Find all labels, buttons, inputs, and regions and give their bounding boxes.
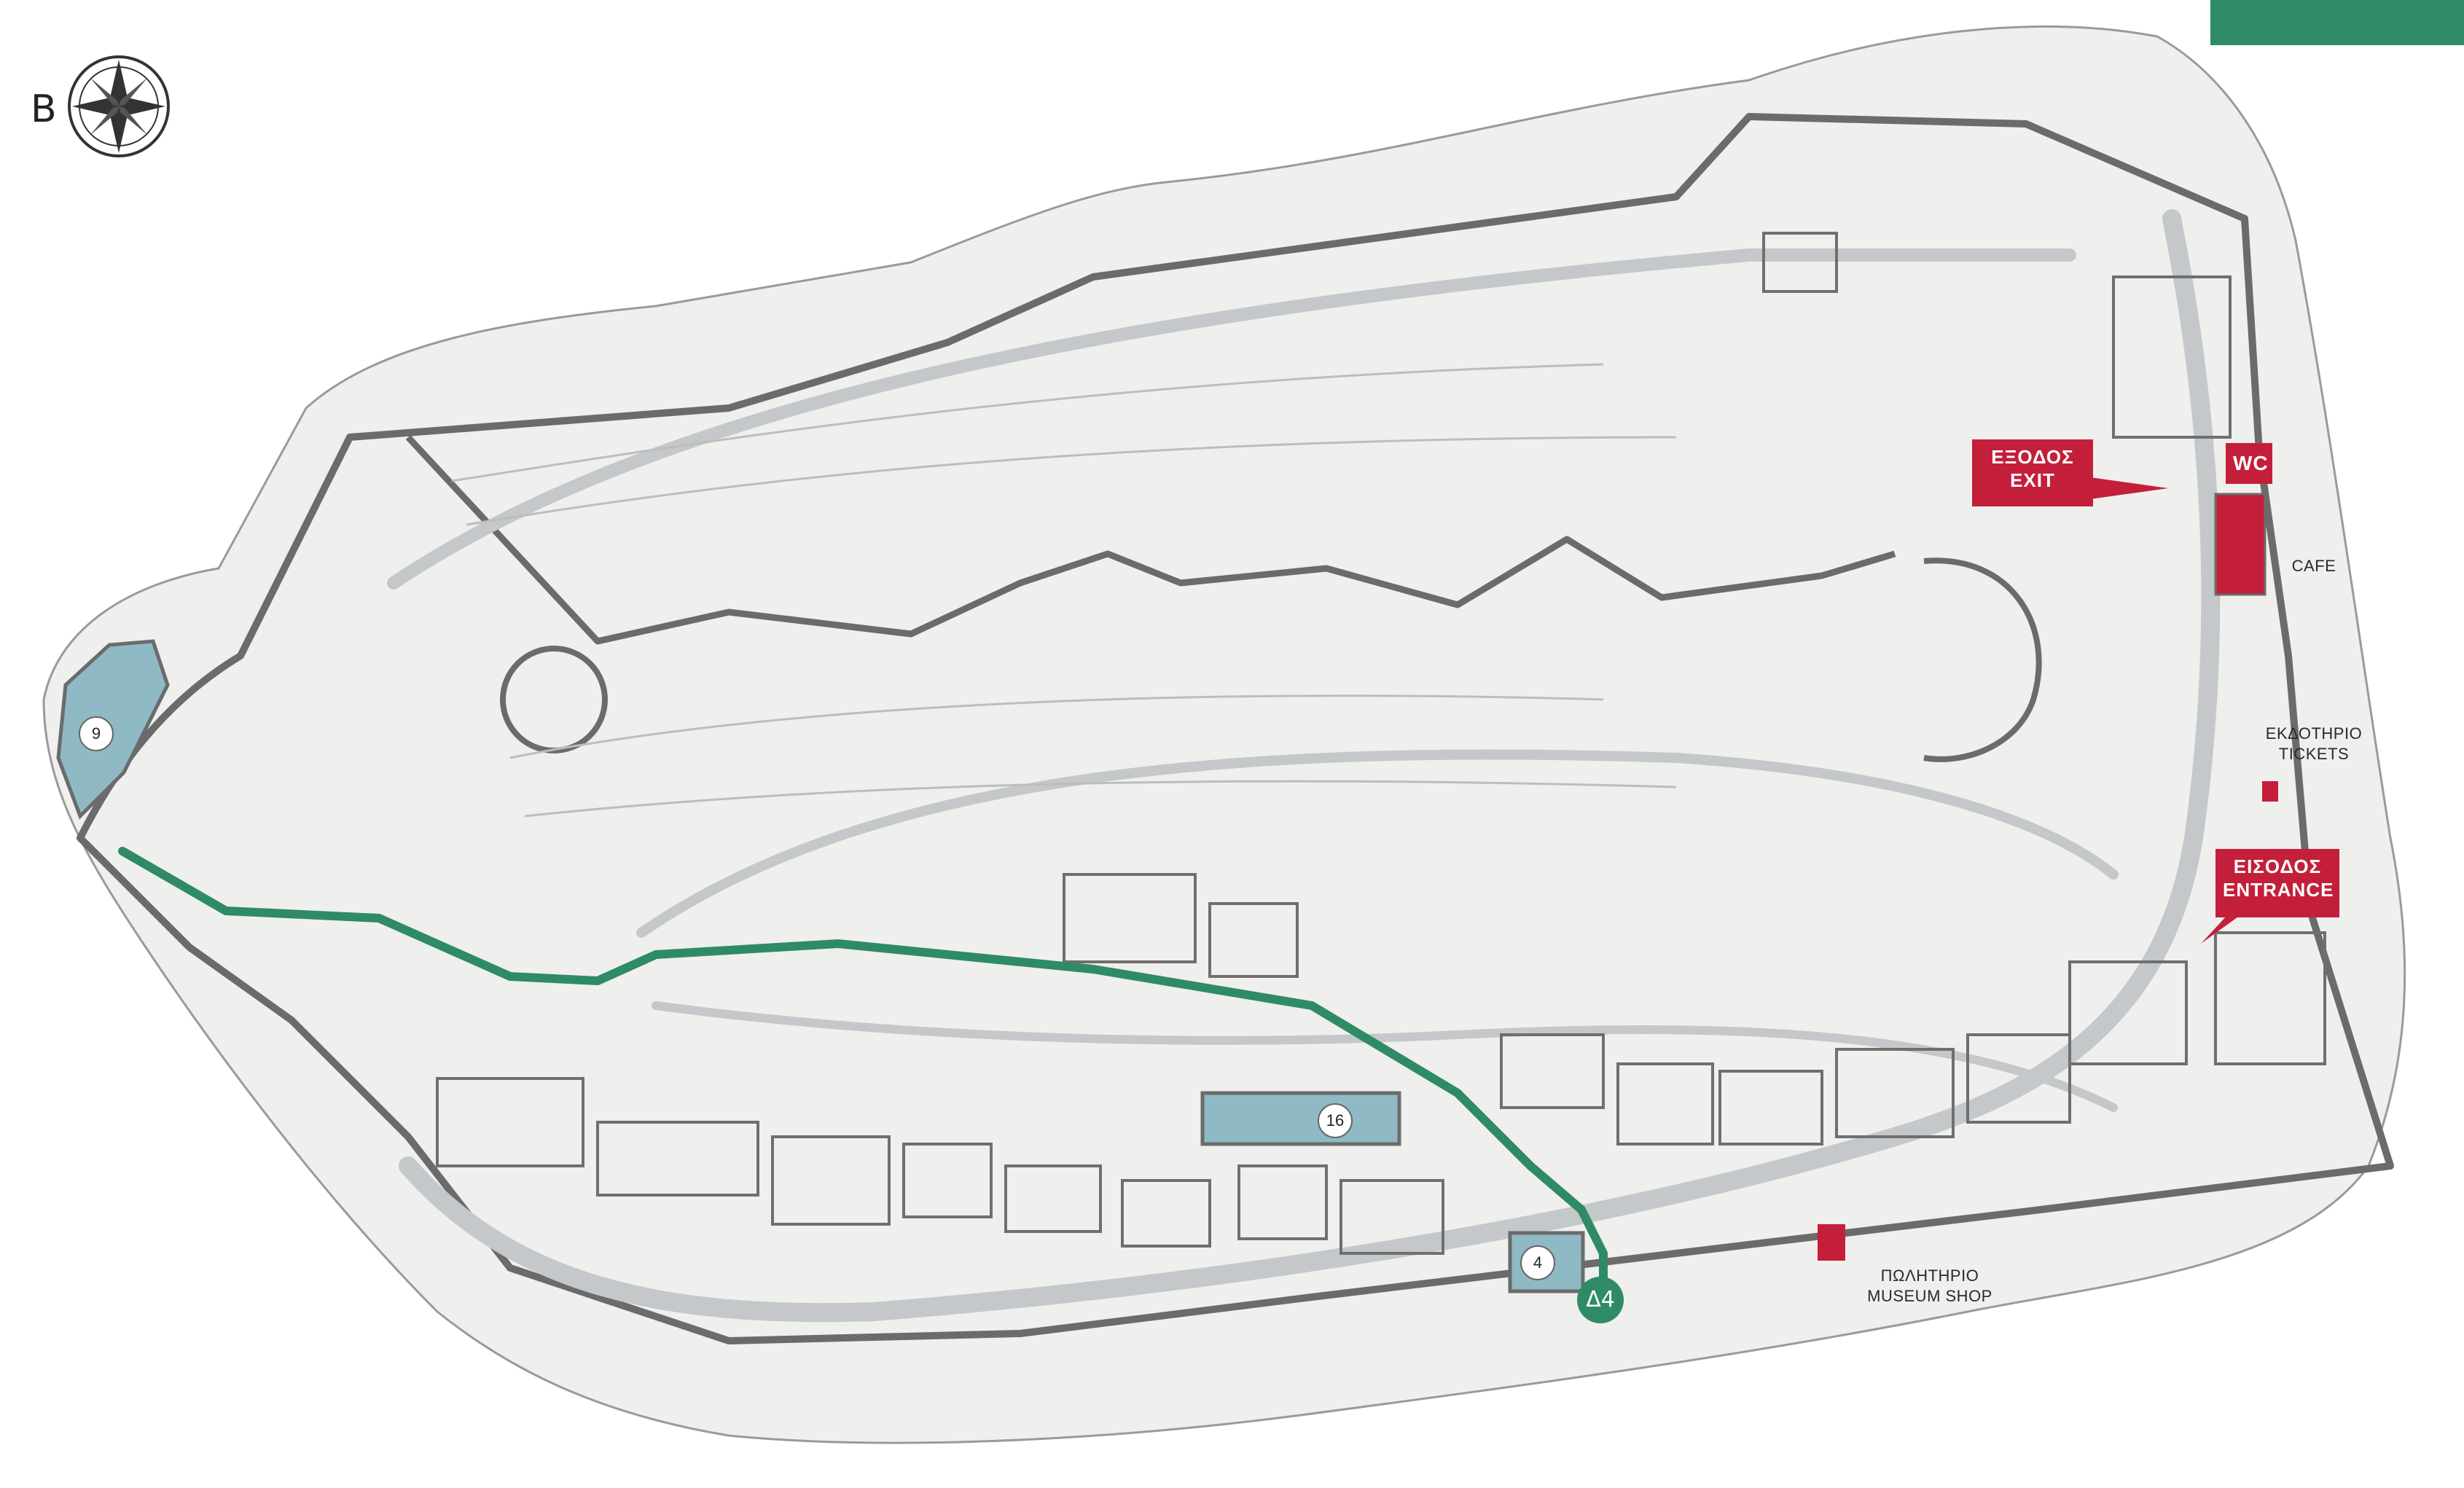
exit-label-english: EXIT	[2010, 469, 2055, 491]
entrance-callout: ΕΙΣΟΔΟΣ ENTRANCE	[2215, 849, 2339, 917]
gray-path-lower	[652, 1001, 2118, 1112]
marker-4[interactable]: 4	[1520, 1245, 1555, 1280]
entrance-label-english: ENTRANCE	[2223, 879, 2334, 901]
cafe-block	[2214, 493, 2267, 596]
compass-north-letter: B	[31, 87, 57, 131]
gray-path-main	[399, 209, 2221, 1323]
gray-path-mid	[636, 749, 2119, 938]
wc-label: WC	[2233, 452, 2269, 474]
exit-label-greek: ΕΞΟΔΟΣ	[1991, 446, 2074, 468]
highlight-area-16	[1200, 1091, 1401, 1146]
exit-callout: ΕΞΟΔΟΣ EXIT	[1972, 439, 2093, 506]
museum-shop-label-greek: ΠΩΛΗΤΗΡΙΟ	[1880, 1266, 1979, 1285]
site-outline	[42, 26, 2406, 1444]
tickets-label-greek: ΕΚΔΟΤΗΡΙΟ	[2265, 724, 2363, 743]
terraces	[451, 363, 1677, 818]
entrance-label-greek: ΕΙΣΟΔΟΣ	[2233, 855, 2322, 877]
inner-wall	[405, 434, 1896, 645]
compass-rose-icon	[68, 55, 170, 157]
wc-callout: WC	[2226, 443, 2272, 484]
tickets-label: ΕΚΔΟΤΗΡΙΟ TICKETS	[2259, 724, 2369, 764]
tickets-label-english: TICKETS	[2278, 745, 2350, 763]
cafe-label: CAFE	[2291, 557, 2336, 575]
marker-9[interactable]: 9	[79, 716, 114, 751]
tickets-block	[2262, 781, 2278, 802]
bastion-right	[1923, 557, 2042, 762]
gray-path-upper	[387, 248, 2076, 590]
museum-shop-label-english: MUSEUM SHOP	[1867, 1287, 1992, 1305]
buildings	[436, 232, 2326, 1255]
top-green-bar	[2210, 0, 2464, 45]
museum-shop-label: ΠΩΛΗΤΗΡΙΟ MUSEUM SHOP	[1857, 1266, 2003, 1307]
route-stop-marker[interactable]: Δ4	[1577, 1277, 1624, 1323]
marker-16[interactable]: 16	[1318, 1103, 1353, 1138]
green-route	[118, 847, 1608, 1301]
bastion-left	[500, 646, 608, 753]
exit-pointer	[2090, 477, 2168, 499]
museum-shop-block	[1818, 1224, 1845, 1261]
